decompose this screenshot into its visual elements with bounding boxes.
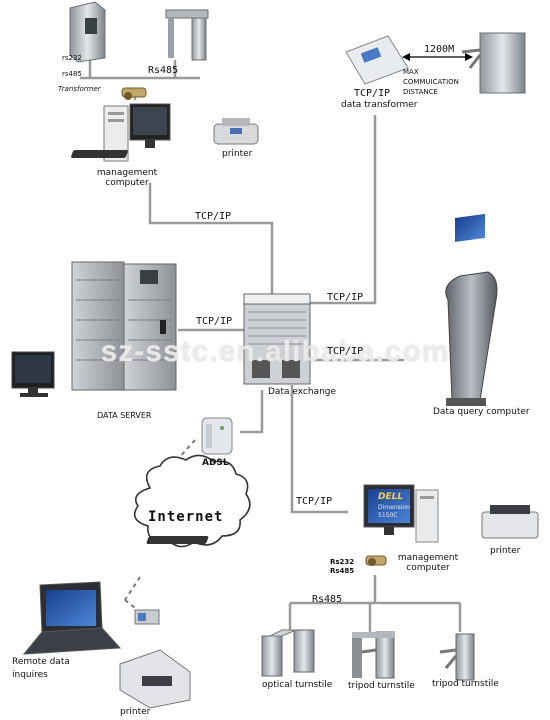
line-exchange-to-adsl xyxy=(240,390,264,434)
printer-label-bottom-right: printer xyxy=(490,546,521,556)
rs485-bus-label-bottom: Rs485 xyxy=(312,594,343,605)
connection-lines xyxy=(80,58,462,632)
printer-bottom-left xyxy=(119,649,191,709)
rs232-label-bottom: Rs232 xyxy=(330,558,355,566)
monitor-left xyxy=(11,351,55,397)
data-transformer-device xyxy=(345,35,409,85)
tcpip-transformer-label: TCP/IP xyxy=(354,88,391,99)
tcpip-label-left: TCP/IP xyxy=(196,316,233,327)
optical-turnstile-device xyxy=(261,629,315,677)
tripod-turnstile-1-label: tripod turnstile xyxy=(348,681,415,691)
rs485-label-top: rs485 xyxy=(62,70,82,78)
line-exchange-to-mgmt2 xyxy=(290,385,348,514)
data-transformer-label: data transformer xyxy=(341,100,418,110)
tcpip-label-query: TCP/IP xyxy=(327,346,364,357)
data-server xyxy=(71,261,177,391)
rs485-bus-label-top: Rs485 xyxy=(148,65,179,76)
data-query-computer-label: Data query computer xyxy=(433,407,530,417)
adsl-modem xyxy=(201,417,233,455)
internet-cloud xyxy=(133,454,251,548)
data-server-label: DATA SERVER xyxy=(97,411,152,420)
tripod-turnstile-1-device xyxy=(352,631,395,679)
rs485-label-bottom: Rs485 xyxy=(330,567,355,575)
printer-top xyxy=(213,118,259,145)
tripod-gate-top-right xyxy=(461,32,526,94)
distance-arrow xyxy=(402,53,473,61)
printer-bottom-right xyxy=(481,505,539,539)
tripod-turnstile-2-device xyxy=(439,633,475,681)
screen-model: Dimension 5150C xyxy=(378,504,410,519)
transformer-label: Transformer xyxy=(58,85,101,93)
tcpip-label-lower: TCP/IP xyxy=(296,496,333,507)
management-computer-label-bottom: management computer xyxy=(397,553,459,573)
printer-label-bottom-left: printer xyxy=(120,707,151,717)
distance-label: MAX COMMUICATION DISTANCE xyxy=(403,68,459,96)
data-exchange-cabinet xyxy=(243,293,311,385)
line-exchange-to-transformer xyxy=(310,115,377,305)
tripod-turnstile-2-label: tripod turnstile xyxy=(432,679,499,689)
adsl-label: ADSL xyxy=(202,458,229,468)
tcpip-label-right: TCP/IP xyxy=(327,292,364,303)
remote-data-inquires-label: Remote data inquires xyxy=(12,657,70,680)
screen-brand: DELL xyxy=(378,492,404,502)
rs232-label-top: rs232 xyxy=(62,54,82,62)
pc-card xyxy=(134,609,160,625)
management-computer-label-top: management computer xyxy=(96,168,158,188)
optical-turnstile-label: optical turnstile xyxy=(262,680,333,690)
internet-label: Internet xyxy=(148,509,224,525)
laptop xyxy=(22,581,122,655)
management-computer-top xyxy=(71,103,171,162)
data-exchange-label: Data exchange xyxy=(268,387,337,397)
tcpip-label-upper: TCP/IP xyxy=(195,211,232,222)
watermark: sz-sstc.en.alibaba.com xyxy=(100,335,450,368)
tripod-gate-top-left xyxy=(165,9,209,61)
query-kiosk xyxy=(445,213,498,406)
transformer-plug-top xyxy=(121,87,147,100)
access-reader-1 xyxy=(69,1,106,63)
distance-value-label: 1200M xyxy=(424,44,455,55)
line-mgmt-to-exchange xyxy=(148,183,274,296)
printer-label-top: printer xyxy=(222,149,253,159)
transformer-plug-bottom xyxy=(365,555,387,566)
management-computer-bottom xyxy=(146,484,439,544)
